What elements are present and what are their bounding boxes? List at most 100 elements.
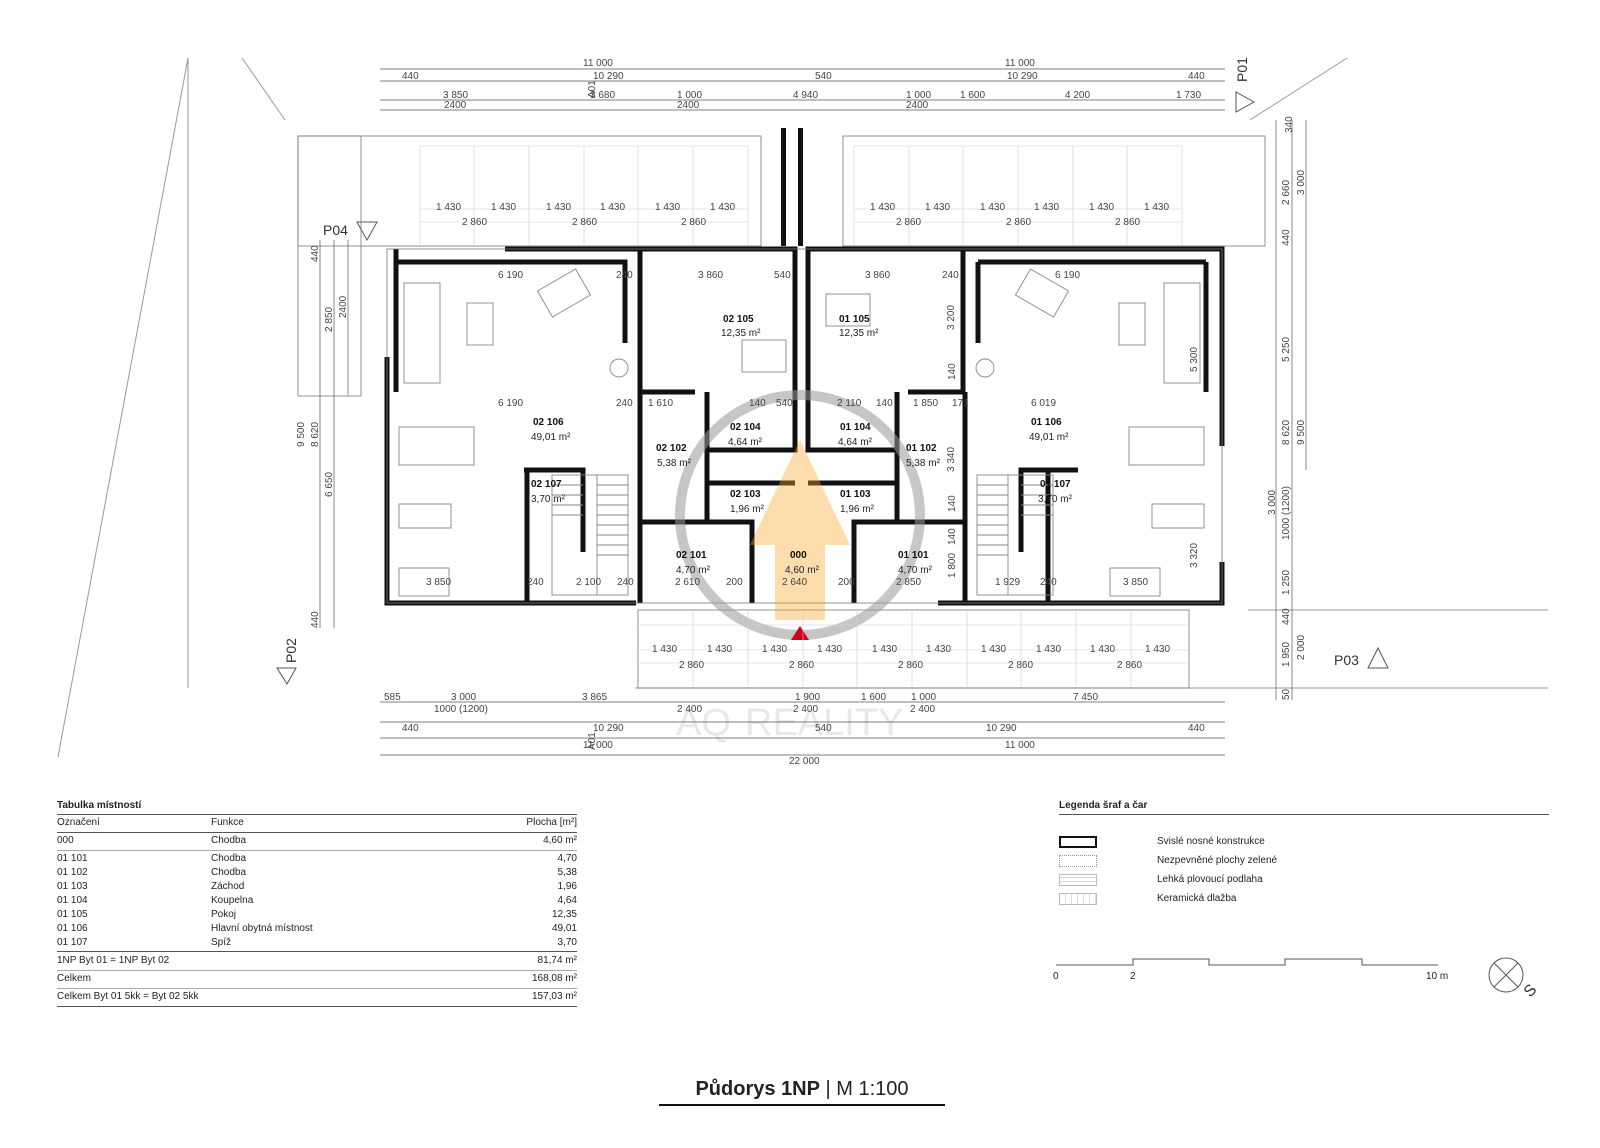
dim: 11 000 [1005, 740, 1035, 751]
dim: 2 850 [896, 577, 921, 588]
room-table-title: Tabulka místností [57, 800, 142, 811]
dim: 440 [1281, 608, 1292, 625]
dim: 440 [402, 71, 419, 82]
room-area: 4,64 m² [838, 437, 873, 448]
room-area: 12,35 m² [839, 328, 879, 339]
cell: 3,70 [557, 937, 577, 948]
total-row: Celkem 168,08 m² [57, 972, 577, 986]
dim: 200 [726, 577, 743, 588]
table-header: Označení Funkce Plocha [m²] [57, 816, 577, 830]
dim: 2 860 [1008, 660, 1033, 671]
party-wall-top [798, 128, 803, 246]
dim: 340 [1284, 116, 1295, 133]
room-area: 4,60 m² [785, 565, 820, 576]
cell: Chodba [211, 835, 247, 846]
dim: 1 430 [817, 644, 842, 655]
room-table: Tabulka místností Označení Funkce Plocha… [57, 800, 577, 1007]
dim: 3 865 [582, 692, 607, 703]
cell: 01 103 [57, 881, 88, 892]
cell: 01 107 [57, 937, 88, 948]
dim: 440 [310, 245, 321, 262]
furniture [398, 268, 1205, 597]
dim: 240 [942, 270, 959, 281]
swatch-floating-floor [1059, 874, 1097, 886]
section-mark-p03: P03 [1334, 652, 1359, 668]
dim: 2 860 [681, 217, 706, 228]
dim: 3 200 [946, 305, 957, 330]
dim: 3 850 [1123, 577, 1148, 588]
dim: 171 [952, 398, 969, 409]
cell: 157,03 m² [531, 991, 577, 1002]
dim: 1 430 [981, 644, 1006, 655]
cell: Pokoj [211, 909, 237, 920]
room-code: 02 103 [730, 489, 761, 500]
dim: 1000 (1200) [434, 704, 488, 715]
dim: 1 950 [1281, 642, 1292, 667]
dim: 3 000 [1267, 490, 1278, 515]
dim: 1 600 [861, 692, 886, 703]
dim: 9 500 [1296, 420, 1307, 445]
dim: 200 [838, 577, 855, 588]
room-area: 1,96 m² [840, 504, 875, 515]
table-row: 01 102 Chodba 5,38 [57, 866, 577, 880]
dim: 1 430 [1089, 202, 1114, 213]
dim: 10 290 [986, 723, 1017, 734]
dim: 6 190 [1055, 270, 1080, 281]
cell: Chodba [211, 867, 247, 878]
total-row: Celkem Byt 01 5kk = Byt 02 5kk 157,03 m² [57, 990, 577, 1004]
cell: 168,08 m² [531, 973, 577, 984]
dim: 10 290 [593, 723, 624, 734]
dim: 585 [384, 692, 401, 703]
dim: 3 680 [590, 90, 615, 101]
room-code: 01 101 [898, 550, 929, 561]
room-code: 02 107 [531, 479, 562, 490]
cell: 81,74 m² [537, 955, 577, 966]
dim: 2 860 [679, 660, 704, 671]
dim: 240 [527, 577, 544, 588]
dim: 2 860 [1006, 217, 1031, 228]
dim: 1 430 [1145, 644, 1170, 655]
dim: 1 430 [762, 644, 787, 655]
swatch-green-area [1059, 855, 1097, 867]
section-mark-a01-bottom: A01 [587, 732, 598, 750]
header-code: Označení [57, 817, 100, 828]
room-area: 4,70 m² [676, 565, 711, 576]
dim: 22 000 [789, 756, 820, 767]
dim: 6 650 [324, 472, 335, 497]
cell: Hlavní obytná místnost [211, 923, 313, 934]
scale-label: 2 [1130, 971, 1136, 982]
dim: 8 620 [1281, 420, 1292, 445]
section-mark-a01-top: A01 [587, 80, 598, 98]
legend-label: Lehká plovoucí podlaha [1157, 874, 1263, 885]
cell: 01 106 [57, 923, 88, 934]
legend-label: Svislé nosné konstrukce [1157, 836, 1265, 847]
dim: 1 430 [872, 644, 897, 655]
dim: 2 110 [837, 398, 862, 409]
dim: 6 190 [498, 398, 523, 409]
table-row: 01 103 Záchod 1,96 [57, 880, 577, 894]
cell: Záchod [211, 881, 245, 892]
total-row: 1NP Byt 01 = 1NP Byt 02 81,74 m² [57, 954, 577, 968]
legend-label: Nezpevněné plochy zelené [1157, 855, 1278, 866]
room-area: 3,70 m² [531, 494, 566, 505]
cell: Koupelna [211, 895, 254, 906]
dim: 540 [815, 723, 832, 734]
dim: 1 430 [652, 644, 677, 655]
room-code: 01 107 [1040, 479, 1071, 490]
dim: 1 850 [913, 398, 938, 409]
legend: Legenda šraf a čar Svislé nosné konstruk… [1059, 800, 1549, 905]
dim: 2 400 [793, 704, 818, 715]
cell: 1NP Byt 01 = 1NP Byt 02 [57, 955, 170, 966]
dim: 1 430 [926, 644, 951, 655]
header-area: Plocha [m²] [526, 817, 577, 828]
scale-label: 10 m [1426, 971, 1449, 982]
dim: 1 430 [925, 202, 950, 213]
dim: 8 620 [310, 422, 321, 447]
dim: 440 [402, 723, 419, 734]
dim: 1 430 [707, 644, 732, 655]
dim: 540 [776, 398, 793, 409]
drawing-title: Půdorys 1NP | M 1:100 [659, 1078, 945, 1101]
dim: 6 019 [1031, 398, 1056, 409]
dim: 3 850 [443, 90, 468, 101]
